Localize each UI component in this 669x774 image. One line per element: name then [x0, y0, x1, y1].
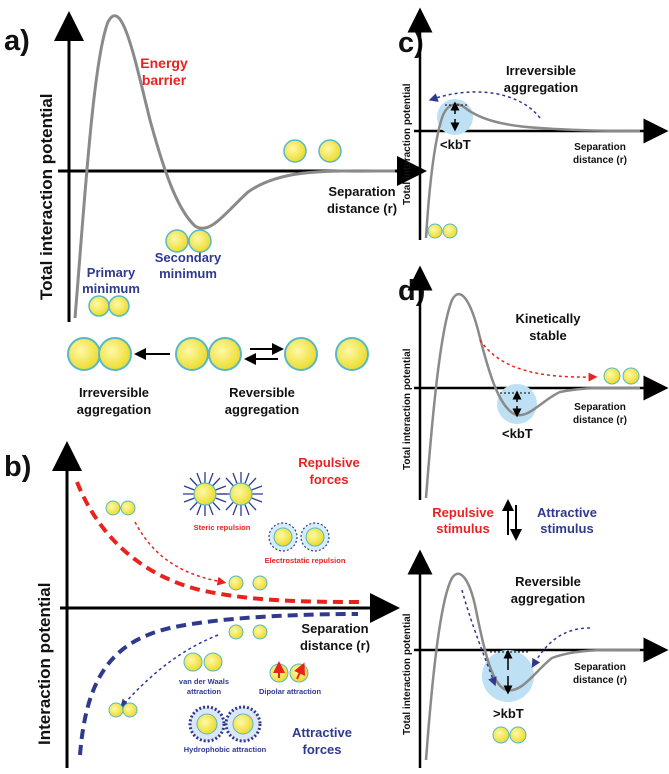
- repulsive-dotted-arrow: [134, 521, 227, 586]
- energy-barrier-label-2: barrier: [142, 72, 187, 88]
- panel-c-title-1: Irreversible: [506, 63, 576, 78]
- panel-d-top-kbt-label: <kbT: [502, 426, 533, 441]
- panel-d-label: d): [398, 275, 425, 307]
- hydrophobic-attraction-label: Hydrophobic attraction: [184, 745, 267, 754]
- panel-b-y-label: Interaction potential: [35, 583, 54, 745]
- panel-c: c) Total interaction potential Irreversi…: [398, 7, 669, 240]
- panel-b-separation-label-2: distance (r): [300, 638, 370, 653]
- panel-d-top-y-label: Total interaction potential: [402, 348, 413, 470]
- reversible-aggregation-label-2: aggregation: [225, 402, 299, 417]
- primary-minimum-label-2: minimum: [82, 281, 140, 296]
- panel-a-y-label: Total interaction potential: [37, 93, 56, 300]
- panel-a-separation-label-2: distance (r): [327, 201, 397, 216]
- panel-d-top-potential-curve: [424, 293, 641, 499]
- secondary-minimum-label-1: Secondary: [155, 250, 222, 265]
- panel-c-potential-curve: [424, 103, 641, 239]
- panel-d-top: d) Total interaction potential Kinetical…: [398, 265, 669, 500]
- panel-a-potential-curve: [73, 14, 396, 319]
- panel-d-bottom-separation-label-2: distance (r): [573, 675, 627, 686]
- attractive-stimulus-label-2: stimulus: [540, 521, 593, 536]
- primary-minimum-label-1: Primary: [87, 265, 136, 280]
- stimulus-scheme: Repulsive stimulus Attractive stimulus: [432, 499, 597, 541]
- panel-d-bottom-separation-label-1: Separation: [574, 662, 626, 673]
- panel-b-separation-label-1: Separation: [301, 621, 368, 636]
- panel-d-top-particles: [603, 367, 640, 385]
- panel-d-bottom-dotted-arrow-right: [531, 627, 591, 668]
- panel-d-bottom-title-2: aggregation: [511, 591, 585, 606]
- panel-d-bottom-kbt-label: >kbT: [493, 706, 524, 721]
- attractive-stimulus-label-1: Attractive: [537, 505, 597, 520]
- panel-d-top-title-2: stable: [529, 328, 567, 343]
- panel-c-kbt-label: <kbT: [440, 137, 471, 152]
- repulsive-curve: [75, 481, 361, 604]
- panel-a-separation-label-1: Separation: [328, 184, 395, 199]
- particles-b-attractive-start: [228, 624, 268, 640]
- dipolar-attraction-particles: [269, 661, 309, 683]
- repulsive-forces-label-1: Repulsive: [298, 455, 359, 470]
- panel-c-particles: [427, 223, 458, 239]
- panel-d-bottom: Total interaction potential Reversible a…: [402, 549, 669, 768]
- secondary-minimum-label-2: minimum: [159, 266, 217, 281]
- electrostatic-repulsion-label: Electrostatic repulsion: [265, 556, 346, 565]
- repulsive-forces-label-2: forces: [309, 472, 348, 487]
- particles-far: [283, 139, 342, 163]
- panel-d-top-title-1: Kinetically: [515, 311, 581, 326]
- irreversible-aggregation-label-2: aggregation: [77, 402, 151, 417]
- dipolar-attraction-label: Dipolar attraction: [259, 687, 322, 696]
- particles-secondary: [165, 229, 212, 253]
- steric-repulsion-particles: [183, 472, 263, 516]
- repulsive-stimulus-label-1: Repulsive: [432, 505, 493, 520]
- panel-d-bottom-potential-curve: [424, 572, 641, 761]
- irreversible-aggregation-label-1: Irreversible: [79, 385, 149, 400]
- steric-repulsion-label: Steric repulsion: [194, 523, 251, 532]
- panel-a: a) Total interaction potential Energy ba…: [4, 11, 427, 417]
- panel-b: b) Interaction potential Repulsive force…: [4, 441, 400, 768]
- panel-d-bottom-particles: [492, 726, 527, 744]
- panel-d-top-dotted-arrow: [479, 339, 598, 382]
- panel-c-separation-label-2: distance (r): [573, 155, 627, 166]
- hydrophobic-attraction-particles: [188, 705, 262, 743]
- attractive-forces-label-2: forces: [302, 742, 341, 757]
- particles-b-top-left: [105, 500, 136, 516]
- vdw-attraction-label-2: attraction: [187, 687, 222, 696]
- panel-c-title-2: aggregation: [504, 80, 578, 95]
- electrostatic-repulsion-particles: [268, 522, 330, 552]
- panel-b-label: b): [4, 451, 31, 483]
- particles-b-separated: [228, 575, 268, 591]
- panel-c-y-label: Total interaction potential: [402, 83, 413, 205]
- attractive-curve: [78, 612, 359, 756]
- panel-c-separation-label-1: Separation: [574, 142, 626, 153]
- panel-d-bottom-y-label: Total interaction potential: [402, 613, 413, 735]
- attractive-forces-label-1: Attractive: [292, 725, 352, 740]
- reversible-aggregation-label-1: Reversible: [229, 385, 295, 400]
- panel-d-bottom-title-1: Reversible: [515, 574, 581, 589]
- energy-barrier-label-1: Energy: [140, 55, 188, 71]
- vdw-attraction-label-1: van der Waals: [179, 677, 229, 686]
- aggregation-scheme-particles: [67, 337, 369, 371]
- repulsive-stimulus-label-2: stimulus: [436, 521, 489, 536]
- vdw-attraction-particles: [183, 652, 223, 672]
- particles-b-bottom-left: [108, 702, 138, 718]
- attractive-dotted-arrow: [119, 634, 219, 709]
- panel-d-top-separation-label-2: distance (r): [573, 415, 627, 426]
- panel-a-label: a): [4, 25, 30, 57]
- particles-primary: [88, 295, 130, 317]
- panel-d-top-separation-label-1: Separation: [574, 402, 626, 413]
